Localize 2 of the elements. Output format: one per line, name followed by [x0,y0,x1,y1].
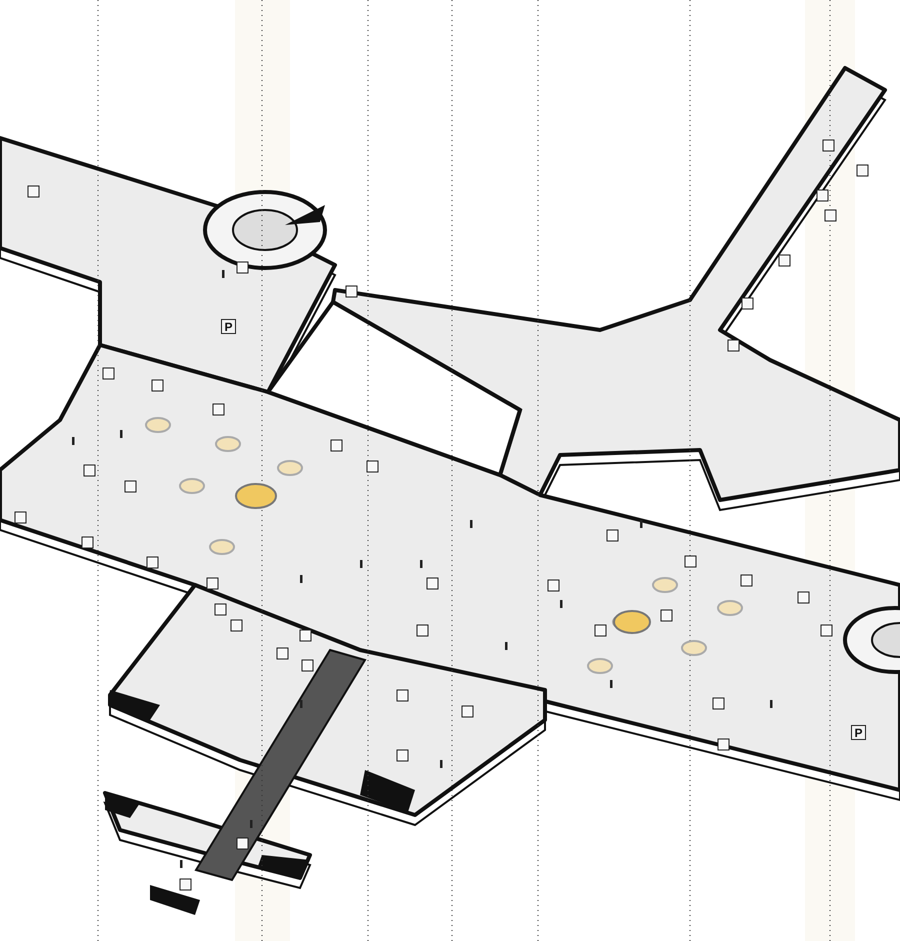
parking-sign: P [221,319,236,334]
parking-sign: P [851,725,866,740]
